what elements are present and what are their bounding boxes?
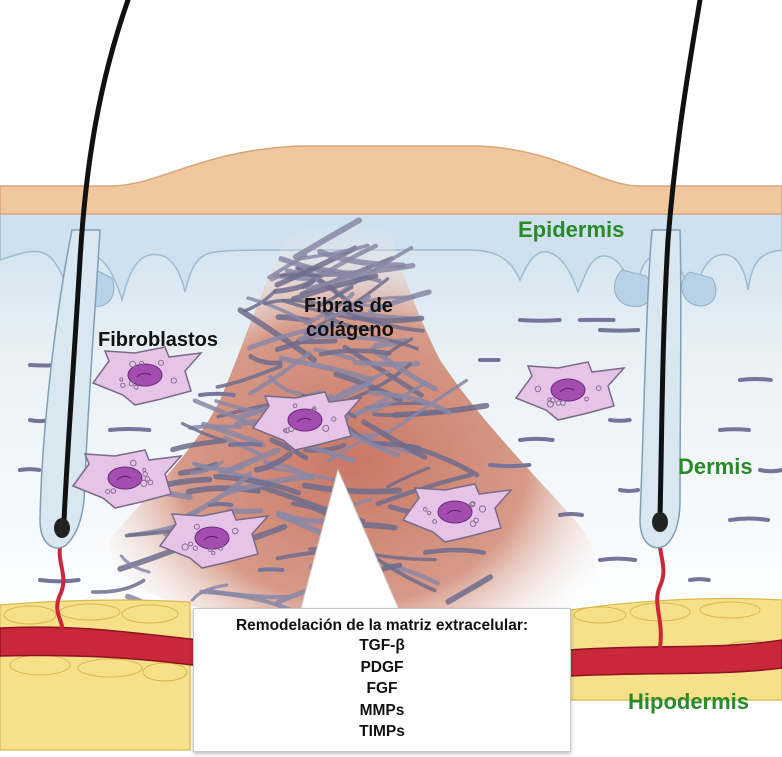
stray-fiber: [740, 379, 771, 380]
ecm-remodeling-box: Remodelación de la matriz extracelular: …: [193, 608, 571, 752]
stray-fiber: [520, 320, 560, 321]
stray-fiber: [760, 470, 782, 471]
stray-fiber: [520, 439, 553, 440]
factor-mmps: MMPs: [194, 700, 570, 722]
stray-fiber: [600, 559, 635, 560]
stray-fiber: [230, 444, 261, 445]
stray-fiber: [610, 420, 630, 421]
factor-timps: TIMPs: [194, 721, 570, 743]
hair-bulb: [652, 512, 668, 532]
skin-surface: [0, 146, 782, 214]
stray-fiber: [40, 580, 79, 581]
factor-tgf-beta: TGF-β: [194, 635, 570, 657]
label-epidermis: Epidermis: [518, 218, 624, 241]
label-fibroblastos: Fibroblastos: [98, 330, 218, 351]
collagen-fiber: [299, 341, 335, 342]
stray-fiber: [110, 429, 149, 430]
stray-fiber: [490, 465, 529, 466]
hair-bulb: [54, 518, 70, 538]
collagen-fiber: [281, 275, 322, 276]
stray-fiber: [600, 330, 638, 331]
label-fibras-line1: Fibras de: [304, 296, 393, 317]
stray-fiber: [730, 519, 768, 520]
label-dermis: Dermis: [678, 455, 753, 478]
stray-fiber: [690, 579, 709, 580]
stray-fiber: [210, 504, 231, 505]
factor-fgf: FGF: [194, 678, 570, 700]
stray-fiber: [200, 394, 234, 395]
callout-title: Remodelación de la matriz extracelular:: [194, 617, 570, 635]
stray-fiber: [560, 514, 582, 515]
label-hipodermis: Hipodermis: [628, 690, 749, 713]
factor-pdgf: PDGF: [194, 657, 570, 679]
stray-fiber: [20, 469, 39, 470]
stray-fiber: [260, 569, 282, 570]
collagen-fiber: [425, 550, 483, 553]
stray-fiber: [720, 429, 749, 430]
stray-fiber: [620, 490, 638, 491]
label-fibras-line2: colágeno: [306, 320, 394, 341]
